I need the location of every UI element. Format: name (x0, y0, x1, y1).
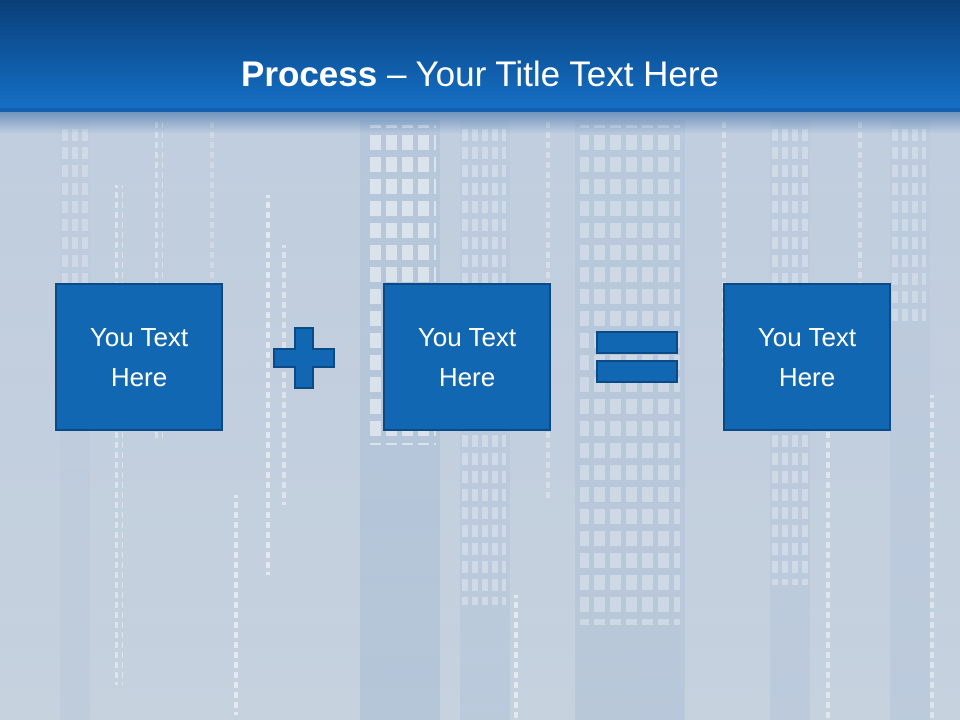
text-box-3[interactable]: You Text Here (723, 283, 891, 431)
text-box-3-label: You Text Here (757, 322, 857, 392)
equals-icon (596, 331, 678, 383)
title-rest: – Your Title Text Here (377, 55, 719, 94)
text-box-2[interactable]: You Text Here (383, 283, 551, 431)
text-box-1-label: You Text Here (89, 322, 189, 392)
title-bar-shadow (0, 108, 960, 134)
title-bar (0, 0, 960, 112)
plus-icon (273, 327, 335, 389)
text-box-2-label: You Text Here (417, 322, 517, 392)
slide-title: Process – Your Title Text Here (0, 52, 960, 98)
text-box-1[interactable]: You Text Here (55, 283, 223, 431)
title-bold: Process (241, 55, 378, 94)
